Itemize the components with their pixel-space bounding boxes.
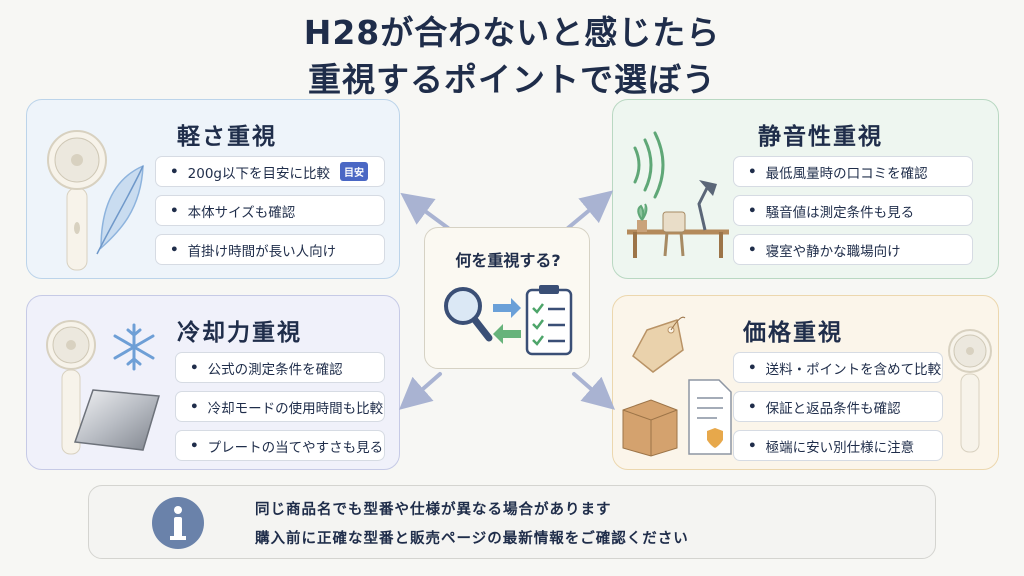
list-item-text: 本体サイズも確認	[187, 204, 296, 221]
list-item-text: プレートの当てやすさも見る	[207, 439, 384, 456]
list-item: •寝室や静かな職場向け	[733, 234, 973, 265]
arrow-to-lightness	[400, 192, 450, 230]
arrow-to-price	[572, 372, 616, 410]
desk-lamp-icon	[627, 180, 729, 258]
handheld-fan-icon	[47, 130, 107, 271]
list-item: •本体サイズも確認	[155, 195, 385, 226]
list-item-text: 騒音値は測定条件も見る	[765, 204, 915, 221]
list-item: •プレートの当てやすさも見る	[175, 430, 385, 461]
notice-line2: 購入前に正確な型番と販売ページの最新情報をご確認ください	[255, 531, 689, 547]
list-item-text: 冷却モードの使用時間も比較	[207, 400, 384, 417]
center-question-box: 何を重視する?	[424, 227, 590, 369]
list-item-text: 寝室や静かな職場向け	[765, 243, 901, 260]
list-item-text: 送料・ポイントを含めて比較	[765, 361, 942, 378]
page-title-line2: 重視するポイントで選ぼう	[308, 60, 716, 99]
card-title: 静音性重視	[758, 124, 883, 150]
list-item-text: 最低風量時の口コミを確認	[765, 165, 928, 182]
sound-wave-icon	[633, 131, 665, 199]
box-document-icon	[622, 379, 732, 457]
card-title: 軽さ重視	[177, 124, 277, 150]
list-item: •送料・ポイントを含めて比較	[733, 352, 943, 383]
list-item: •最低風量時の口コミを確認	[733, 156, 973, 187]
list-item-text: 首掛け時間が長い人向け	[187, 243, 337, 260]
list-item: •極端に安い別仕様に注意	[733, 430, 943, 461]
list-item: •首掛け時間が長い人向け	[155, 234, 385, 265]
arrow-to-cooling	[398, 372, 442, 410]
list-item: •保証と返品条件も確認	[733, 391, 943, 422]
price-tag-icon	[632, 316, 686, 373]
card-lightness: 軽さ重視 •200g以下を目安に比較 目安 •本体サイズも確認 •首掛け時間が長…	[26, 99, 400, 279]
handheld-fan-icon	[46, 320, 96, 455]
notice-box: 同じ商品名でも型番や仕様が異なる場合があります 購入前に正確な型番と販売ページの…	[88, 485, 936, 559]
list-item-text: 保証と返品条件も確認	[765, 400, 901, 417]
list-item-text: 200g以下を目安に比較	[187, 165, 330, 182]
list-item: •冷却モードの使用時間も比較	[175, 391, 385, 422]
card-cooling: 冷却力重視 •公式の測定条件を確認 •冷却モードの使用時間も比較 •プレートの当…	[26, 295, 400, 470]
page-title-line1: H28が合わないと感じたら	[303, 13, 721, 52]
info-icon	[152, 497, 204, 549]
guideline-badge: 目安	[339, 162, 368, 181]
handheld-fan-icon	[948, 329, 992, 453]
snowflake-icon	[113, 323, 155, 371]
list-item: •200g以下を目安に比較 目安	[155, 156, 385, 187]
list-item-text: 公式の測定条件を確認	[207, 361, 343, 378]
center-question: 何を重視する?	[455, 251, 561, 270]
search-checklist-icon	[444, 285, 573, 356]
card-title: 冷却力重視	[177, 320, 302, 346]
list-item-text: 極端に安い別仕様に注意	[765, 439, 915, 456]
card-title: 価格重視	[743, 320, 843, 346]
card-quietness: 静音性重視 •最低風量時の口コミを確認 •騒音値は測定条件も見る •寝室や静かな…	[612, 99, 999, 279]
cooling-plate-icon	[73, 389, 160, 451]
card-price: 価格重視 •送料・ポイントを含めて比較 •保証と返品条件も確認 •極端に安い別仕…	[612, 295, 999, 470]
notice-line1: 同じ商品名でも型番や仕様が異なる場合があります	[255, 502, 612, 518]
list-item: •騒音値は測定条件も見る	[733, 195, 973, 226]
arrow-to-quietness	[566, 190, 614, 230]
feather-icon	[96, 164, 144, 255]
list-item: •公式の測定条件を確認	[175, 352, 385, 383]
